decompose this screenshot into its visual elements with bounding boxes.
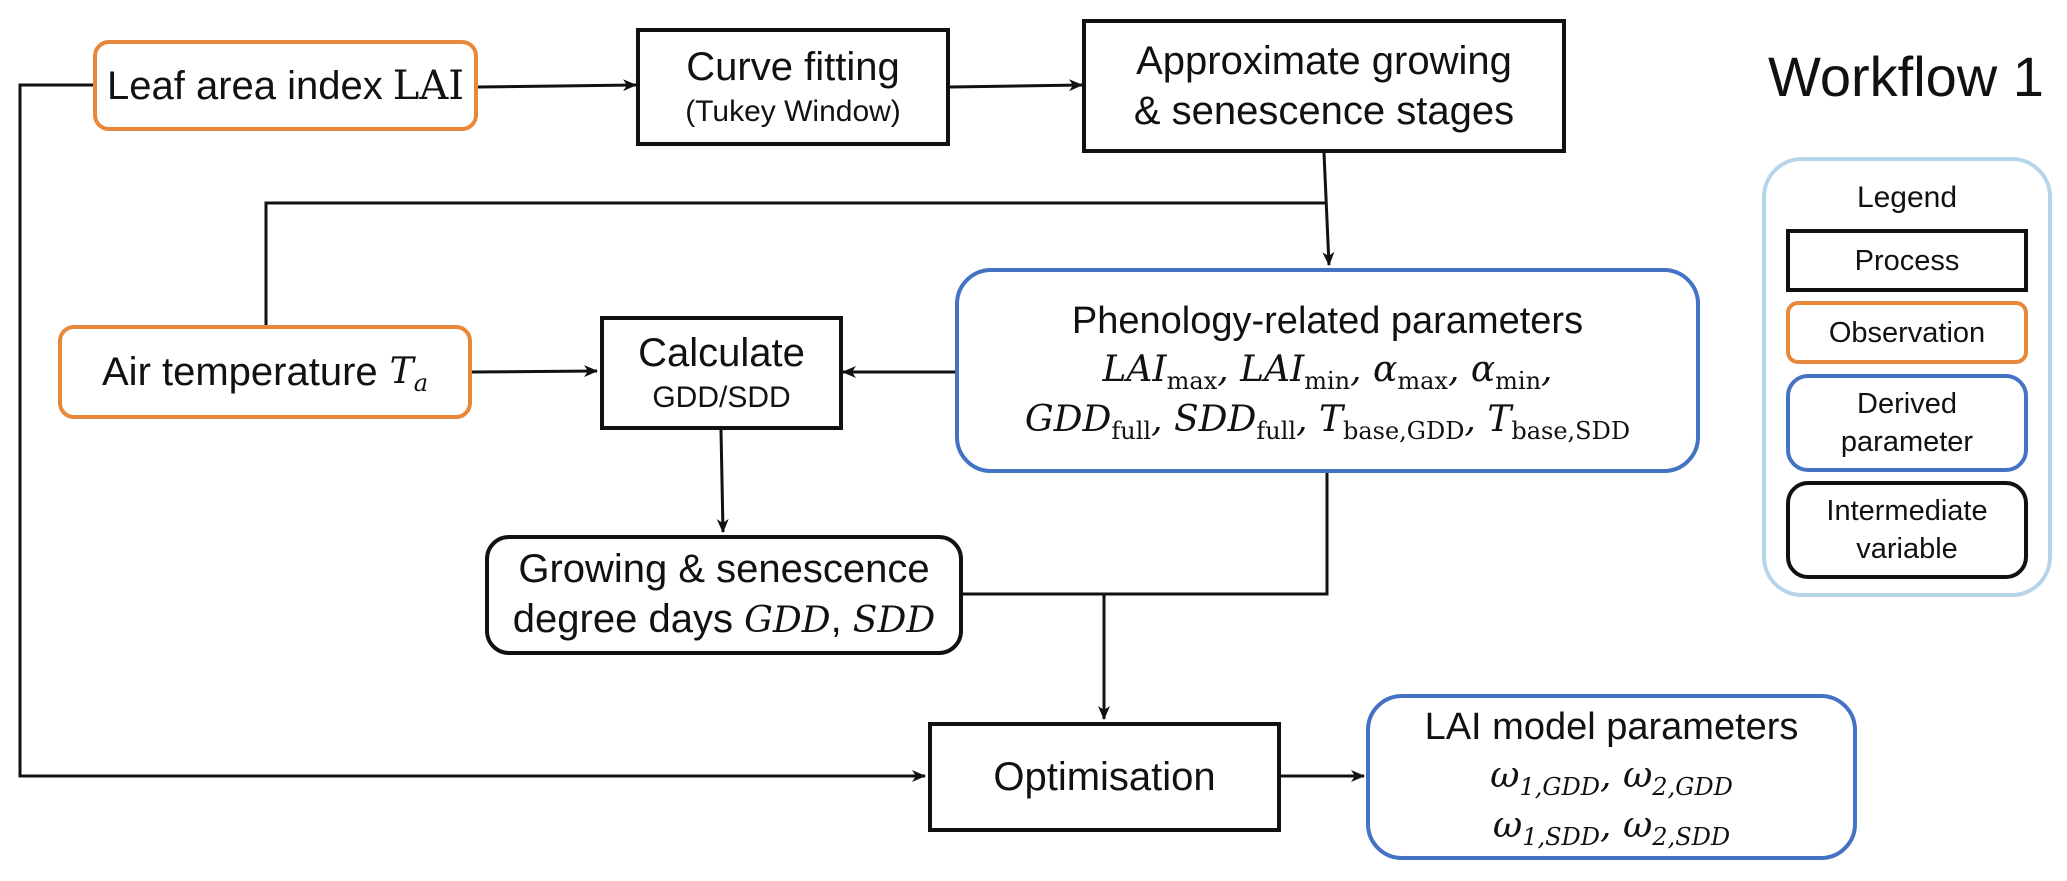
optimisation-label: Optimisation <box>993 755 1216 799</box>
node-optimisation: Optimisation <box>928 722 1281 832</box>
phenology-formula-line2: GDDfull, SDDfull, Tbase,GDD, Tbase,SDD <box>1024 398 1631 445</box>
legend: Legend Process Observation Derived param… <box>1762 157 2052 597</box>
edge-approximate-to-phenology <box>1322 152 1335 266</box>
edge-calculate-to-degreedays <box>716 429 729 533</box>
edge-lai-to-optimisation <box>18 83 926 782</box>
calculate-label: Calculate <box>638 331 805 375</box>
legend-observation: Observation <box>1786 301 2028 364</box>
gdd-sdd-label: GDD/SDD <box>652 381 791 414</box>
air-temperature-label: Air temperature <box>102 350 378 394</box>
degree-days-line1: Growing & senescence <box>518 547 930 591</box>
workflow-title: Workflow 1 <box>1768 45 2044 108</box>
node-curve-fitting: Curve fitting (Tukey Window) <box>636 28 950 146</box>
node-calculate: Calculate GDD/SDD <box>600 316 843 430</box>
legend-derived-parameter: Derived parameter <box>1786 374 2028 472</box>
node-leaf-area-index: Leaf area index LAI <box>93 40 478 131</box>
legend-intermediate-variable: Intermediate variable <box>1786 481 2028 579</box>
node-phenology-parameters: Phenology-related parameters LAImax, LAI… <box>955 268 1700 473</box>
node-approximate-stages: Approximate growing & senescence stages <box>1082 19 1566 153</box>
leaf-area-index-label: Leaf area index <box>106 63 383 108</box>
edge-airtemp-to-calculate <box>471 365 598 378</box>
approximate-line1: Approximate growing <box>1136 39 1512 83</box>
lai-symbol: LAI <box>392 62 464 109</box>
edge-curve-to-approximate <box>949 79 1083 92</box>
phenology-formula-line1: LAImax, LAImin, αmax, αmin, <box>1102 348 1553 395</box>
legend-process: Process <box>1786 229 2028 292</box>
lai-model-formula-line1: ω1,GDD, ω2,GDD <box>1490 755 1733 801</box>
lai-model-title: LAI model parameters <box>1424 706 1799 748</box>
curve-fitting-label: Curve fitting <box>686 45 900 89</box>
approximate-line2: & senescence stages <box>1133 89 1515 133</box>
node-lai-model-parameters: LAI model parameters ω1,GDD, ω2,GDD ω1,S… <box>1366 694 1857 860</box>
lai-model-formula-line2: ω1,SDD, ω2,SDD <box>1492 805 1731 851</box>
node-air-temperature: Air temperature Ta <box>58 325 472 419</box>
legend-title: Legend <box>1856 181 1958 214</box>
phenology-title: Phenology-related parameters <box>1071 299 1584 342</box>
edge-phenology-to-merge <box>963 473 1329 596</box>
air-temperature-symbol: Ta <box>389 351 428 397</box>
tukey-window-label: (Tukey Window) <box>685 95 901 128</box>
edge-lai-to-curve-fitting <box>477 79 637 92</box>
edge-airtemp-to-approximate <box>264 201 1326 325</box>
node-degree-days: Growing & senescence degree days GDD, SD… <box>485 535 963 655</box>
degree-days-line2: degree days GDD, SDD <box>512 597 936 641</box>
